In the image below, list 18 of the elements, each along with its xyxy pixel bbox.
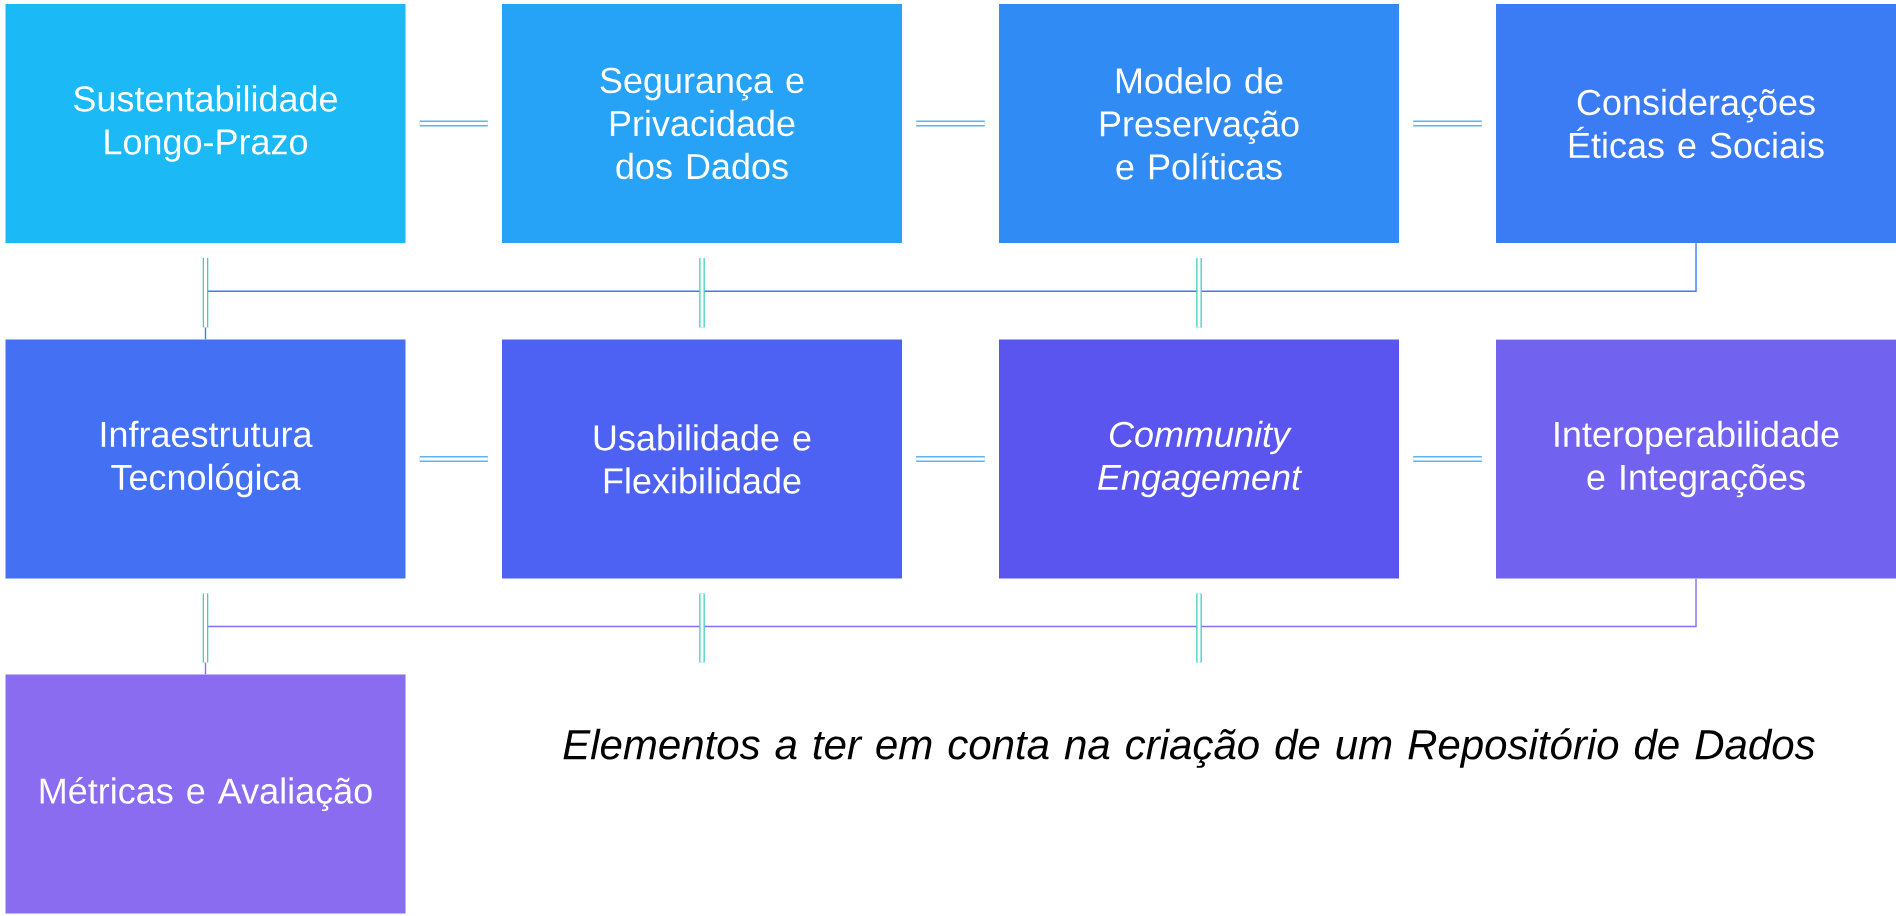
process-box: Considerações Éticas e Sociais — [1496, 4, 1896, 243]
connector — [1413, 456, 1482, 462]
connector-line — [204, 578, 1697, 675]
connector — [419, 120, 488, 127]
process-box: Segurança e Privacidade dos Dados — [502, 4, 902, 243]
process-box: Sustentabilidade Longo-Prazo — [5, 4, 406, 243]
connector — [916, 120, 985, 127]
connector — [916, 456, 985, 462]
connector — [419, 456, 488, 462]
process-box: Métricas e Avaliação — [5, 674, 406, 914]
process-box: Community Engagement — [999, 339, 1399, 579]
caption: Elementos a ter em conta na criação de um Repositório de Dados — [563, 728, 1815, 768]
process-box: Interoperabilidade e Integrações — [1496, 339, 1896, 579]
process-box: Usabilidade e Flexibilidade — [502, 339, 902, 579]
connector-line — [204, 242, 1697, 340]
process-box: Infraestrutura Tecnológica — [5, 339, 406, 579]
connector — [1413, 120, 1482, 127]
process-box: Modelo de Preservação e Políticas — [999, 4, 1399, 243]
